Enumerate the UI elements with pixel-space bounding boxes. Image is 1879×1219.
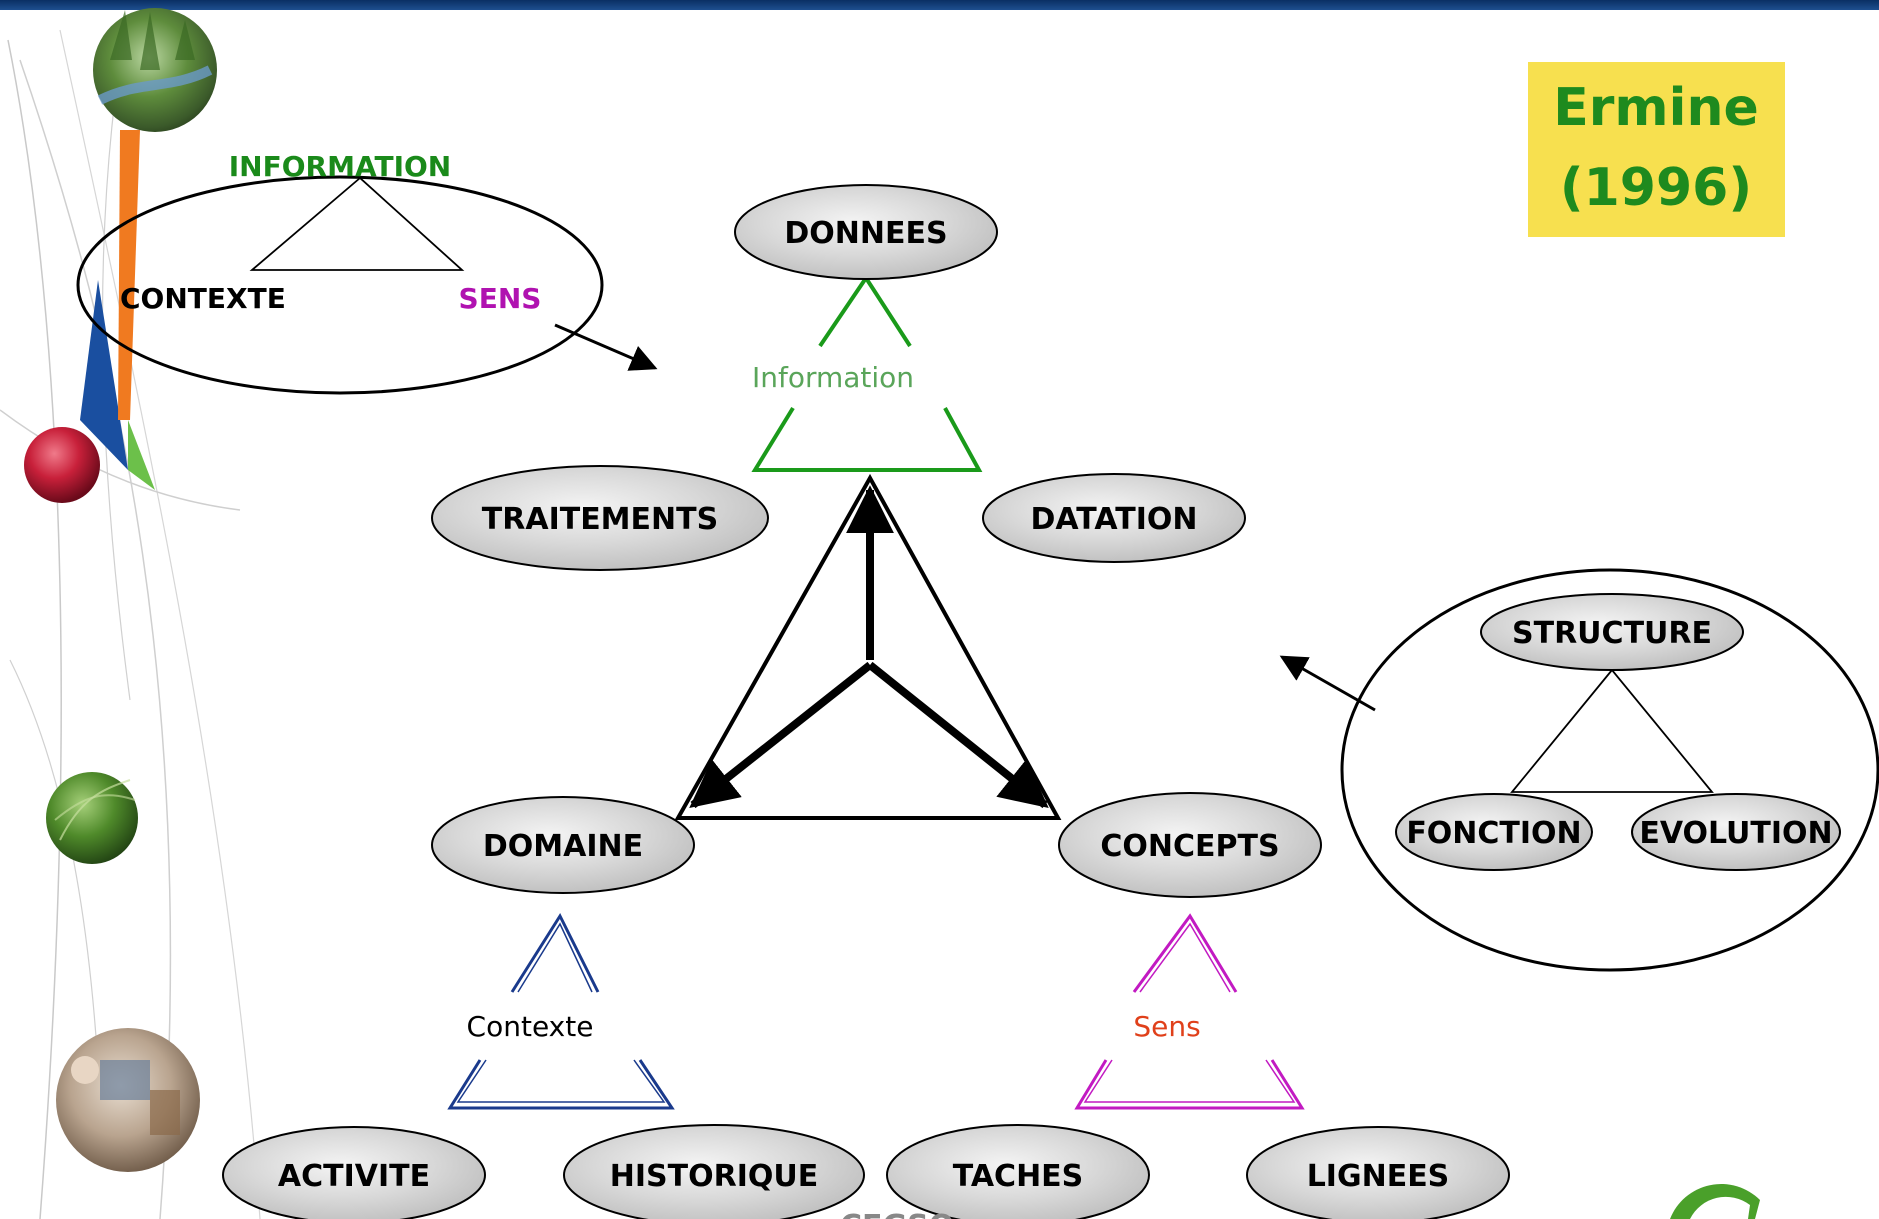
header-bar <box>0 0 1879 10</box>
center-arrow-left <box>689 661 873 809</box>
node-traitements-label: TRAITEMENTS <box>482 502 718 537</box>
logo-icon <box>1670 1184 1760 1219</box>
grass-sphere-icon <box>46 772 138 864</box>
node-structure: STRUCTURE <box>1480 593 1744 671</box>
node-evolution: EVOLUTION <box>1631 793 1841 871</box>
lab-photo-icon <box>56 1028 200 1172</box>
blue-wedge <box>80 280 128 470</box>
node-historique: HISTORIQUE <box>563 1124 865 1219</box>
central-triangle <box>674 473 1062 820</box>
red-sphere-icon <box>24 427 100 503</box>
inset-left-left: CONTEXTE <box>120 282 286 315</box>
node-historique-label: HISTORIQUE <box>610 1159 818 1194</box>
node-concepts-label: CONCEPTS <box>1100 829 1279 864</box>
node-taches-label: TACHES <box>953 1159 1084 1194</box>
node-activite: ACTIVITE <box>222 1126 486 1219</box>
inset-left-triangle <box>249 176 465 271</box>
river-photo-icon <box>93 8 217 132</box>
node-domaine-label: DOMAINE <box>483 829 643 864</box>
node-taches: TACHES <box>886 1124 1150 1219</box>
title-line-2: (1996) <box>1560 158 1752 218</box>
node-concepts: CONCEPTS <box>1058 792 1322 898</box>
inset-left-pointer <box>554 323 658 371</box>
node-activite-label: ACTIVITE <box>278 1159 430 1194</box>
information-triangle: Information <box>751 274 983 472</box>
node-evolution-label: EVOLUTION <box>1639 816 1832 851</box>
inset-right <box>1279 568 1879 972</box>
node-fonction-label: FONCTION <box>1406 816 1581 851</box>
node-lignees-label: LIGNEES <box>1307 1159 1450 1194</box>
sens-triangle: Sens <box>1074 913 1305 1110</box>
green-wedge <box>128 420 155 490</box>
node-datation: DATATION <box>982 473 1246 563</box>
title-line-1: Ermine <box>1553 78 1758 138</box>
sens-label: Sens <box>1133 1010 1200 1043</box>
node-fonction: FONCTION <box>1395 793 1593 871</box>
footer-partial: CEGSO <box>840 1209 954 1219</box>
node-traitements: TRAITEMENTS <box>431 465 769 571</box>
information-label: Information <box>752 361 914 394</box>
contexte-triangle: Contexte <box>447 912 675 1110</box>
inset-left-right: SENS <box>459 282 542 315</box>
inset-right-triangle <box>1510 668 1714 793</box>
node-domaine: DOMAINE <box>431 796 695 894</box>
node-datation-label: DATATION <box>1030 502 1197 537</box>
contexte-label: Contexte <box>467 1010 594 1043</box>
node-donnees-label: DONNEES <box>784 216 947 251</box>
title-box: Ermine (1996) <box>1528 62 1785 237</box>
node-structure-label: STRUCTURE <box>1512 616 1712 651</box>
orange-wedge <box>118 130 140 420</box>
node-lignees: LIGNEES <box>1246 1126 1510 1219</box>
inset-left: INFORMATION CONTEXTE SENS <box>76 150 658 395</box>
node-donnees: DONNEES <box>734 184 998 280</box>
center-arrow-right <box>867 661 1049 809</box>
inset-left-top: INFORMATION <box>229 150 451 183</box>
inset-right-pointer <box>1279 655 1376 712</box>
